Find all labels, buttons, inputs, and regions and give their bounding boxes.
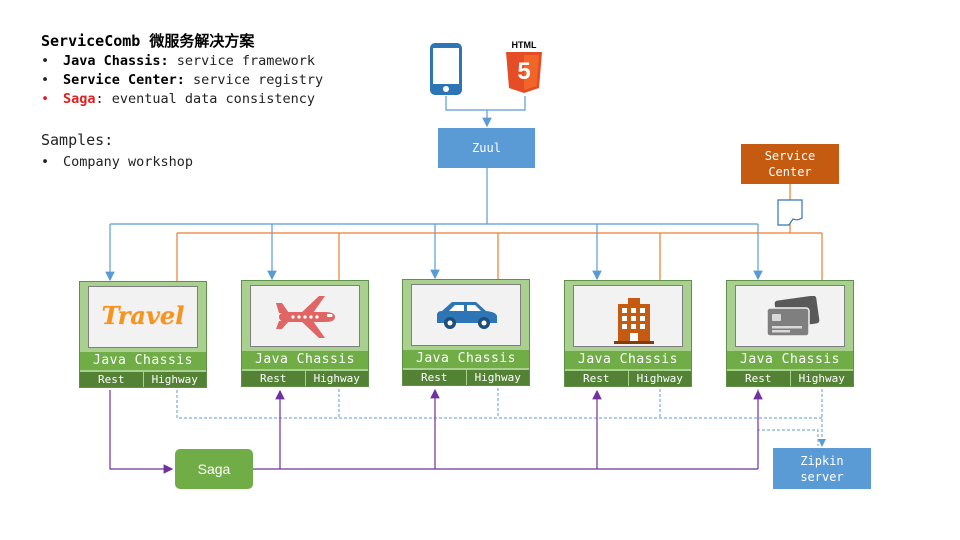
mobile-phone-icon xyxy=(430,43,462,95)
rest-endpoint: Rest xyxy=(565,371,629,386)
service-car: Java Chassis Rest Highway xyxy=(402,279,530,386)
zipkin-line2: server xyxy=(800,469,844,484)
bullet-java-chassis: •Java Chassis: service framework xyxy=(41,53,315,69)
java-chassis-label: Java Chassis xyxy=(727,351,853,369)
rest-endpoint: Rest xyxy=(242,371,306,386)
service-image xyxy=(573,285,683,347)
highway-endpoint: Highway xyxy=(636,372,683,385)
html5-label: HTML xyxy=(511,40,537,50)
service-center-registry-lines xyxy=(176,184,823,281)
html5-version: 5 xyxy=(517,58,531,85)
highway-endpoint: Highway xyxy=(313,372,360,385)
samples-item: •Company workshop xyxy=(41,154,194,170)
service-image xyxy=(735,285,845,347)
bullet-saga: •Saga: eventual data consistency xyxy=(41,91,315,107)
zuul-label: Zuul xyxy=(472,141,501,155)
endpoint-bar: Rest Highway xyxy=(727,371,853,386)
zipkin-line1: Zipkin xyxy=(800,453,844,468)
zuul-to-services-lines xyxy=(105,168,763,282)
endpoint-bar: Rest Highway xyxy=(403,370,529,385)
zipkin-tracing-lines xyxy=(176,388,826,447)
service-payment: Java Chassis Rest Highway xyxy=(726,280,854,387)
car-icon xyxy=(437,302,497,329)
highway-endpoint: Highway xyxy=(474,371,521,384)
endpoint-bar: Rest Highway xyxy=(80,372,206,387)
java-chassis-label: Java Chassis xyxy=(80,352,206,370)
java-chassis-label: Java Chassis xyxy=(565,351,691,369)
saga-box: Saga xyxy=(175,449,253,489)
rest-endpoint: Rest xyxy=(80,372,144,387)
highway-endpoint: Highway xyxy=(151,373,198,386)
client-to-zuul-lines xyxy=(445,96,526,128)
service-center-line2: Center xyxy=(768,165,812,179)
page-title: ServiceComb 微服务解决方案 xyxy=(41,32,255,50)
rest-endpoint: Rest xyxy=(403,370,467,385)
service-flight: Java Chassis Rest Highway xyxy=(241,280,369,387)
samples-heading: Samples: xyxy=(41,131,114,149)
service-center-line1: Service xyxy=(764,149,816,163)
travel-logo: Travel xyxy=(101,301,185,330)
java-chassis-label: Java Chassis xyxy=(403,350,529,368)
service-image xyxy=(250,285,360,347)
service-image xyxy=(411,284,521,346)
service-travel: Travel Java Chassis Rest Highway xyxy=(79,281,207,388)
service-image: Travel xyxy=(88,286,198,348)
highway-endpoint: Highway xyxy=(798,372,845,385)
credit-card-icon xyxy=(766,296,820,337)
hotel-building-icon xyxy=(614,298,654,344)
service-hotel: Java Chassis Rest Highway xyxy=(564,280,692,387)
endpoint-bar: Rest Highway xyxy=(242,371,368,386)
zuul-gateway: Zuul xyxy=(438,128,535,168)
rest-endpoint: Rest xyxy=(727,371,791,386)
html5-icon: HTML 5 xyxy=(503,40,545,96)
bullet-service-center: •Service Center: service registry xyxy=(41,72,324,88)
saga-label: Saga xyxy=(197,461,231,477)
airplane-icon xyxy=(276,296,335,338)
saga-transaction-lines xyxy=(109,388,763,474)
document-icon xyxy=(777,199,803,226)
java-chassis-label: Java Chassis xyxy=(242,351,368,369)
html5-shield-icon xyxy=(506,52,542,93)
endpoint-bar: Rest Highway xyxy=(565,371,691,386)
